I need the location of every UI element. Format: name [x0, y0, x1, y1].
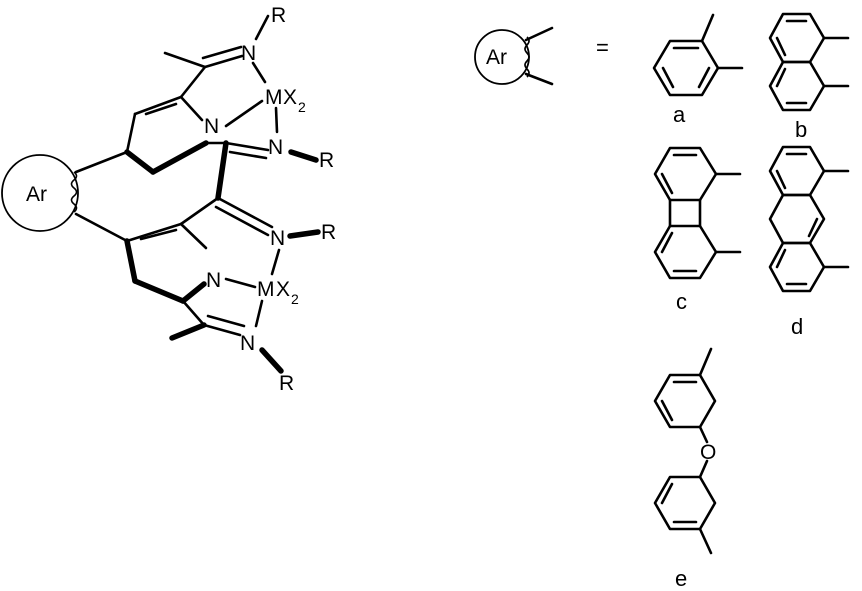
- ar-definition: Ar =: [474, 26, 609, 86]
- imine-n-bottom: N: [240, 332, 255, 355]
- label-a: a: [673, 102, 686, 127]
- halide-lower-subscript: 2: [291, 291, 299, 307]
- imine-n-top: N: [241, 42, 256, 65]
- halide-upper: X: [283, 86, 297, 109]
- ar-wavy-bond: [70, 171, 78, 213]
- upper-metal-center: M X 2: [224, 61, 306, 134]
- lower-metal-center: M X 2: [224, 248, 299, 328]
- r-group-mid-upper: R: [319, 149, 334, 172]
- label-b: b: [795, 117, 807, 142]
- ar-circle-label: Ar: [26, 183, 47, 206]
- label-c: c: [676, 289, 687, 314]
- ar-circle: [1, 154, 79, 232]
- r-group-top: R: [271, 4, 286, 27]
- metal-lower: M: [257, 278, 275, 301]
- structure-c: c: [653, 146, 742, 314]
- pyridine-n-lower: N: [206, 269, 221, 292]
- pyridine-n-upper: N: [204, 115, 219, 138]
- halide-lower: X: [276, 278, 290, 301]
- dinuclear-complex: Ar N R N N R: [1, 4, 336, 395]
- oxygen-atom: O: [700, 441, 716, 464]
- ar-definition-label: Ar: [486, 46, 507, 69]
- equals-sign: =: [596, 35, 609, 60]
- imine-n-mid-upper: N: [268, 136, 283, 159]
- ar-definition-wavy: [524, 36, 530, 78]
- structure-b: b: [768, 12, 850, 142]
- lower-pyridine-unit: N R N N R: [74, 196, 336, 395]
- imine-n-mid-lower: N: [270, 227, 285, 250]
- structure-d: d: [768, 145, 850, 339]
- structure-a: a: [652, 13, 744, 127]
- r-group-bottom: R: [279, 372, 294, 395]
- halide-upper-subscript: 2: [298, 99, 306, 115]
- metal-upper: M: [265, 86, 283, 109]
- upper-pyridine-unit: N R N N R: [74, 4, 334, 201]
- structure-e: O e: [653, 347, 716, 591]
- r-group-mid-lower: R: [321, 221, 336, 244]
- label-d: d: [791, 314, 803, 339]
- label-e: e: [675, 566, 687, 591]
